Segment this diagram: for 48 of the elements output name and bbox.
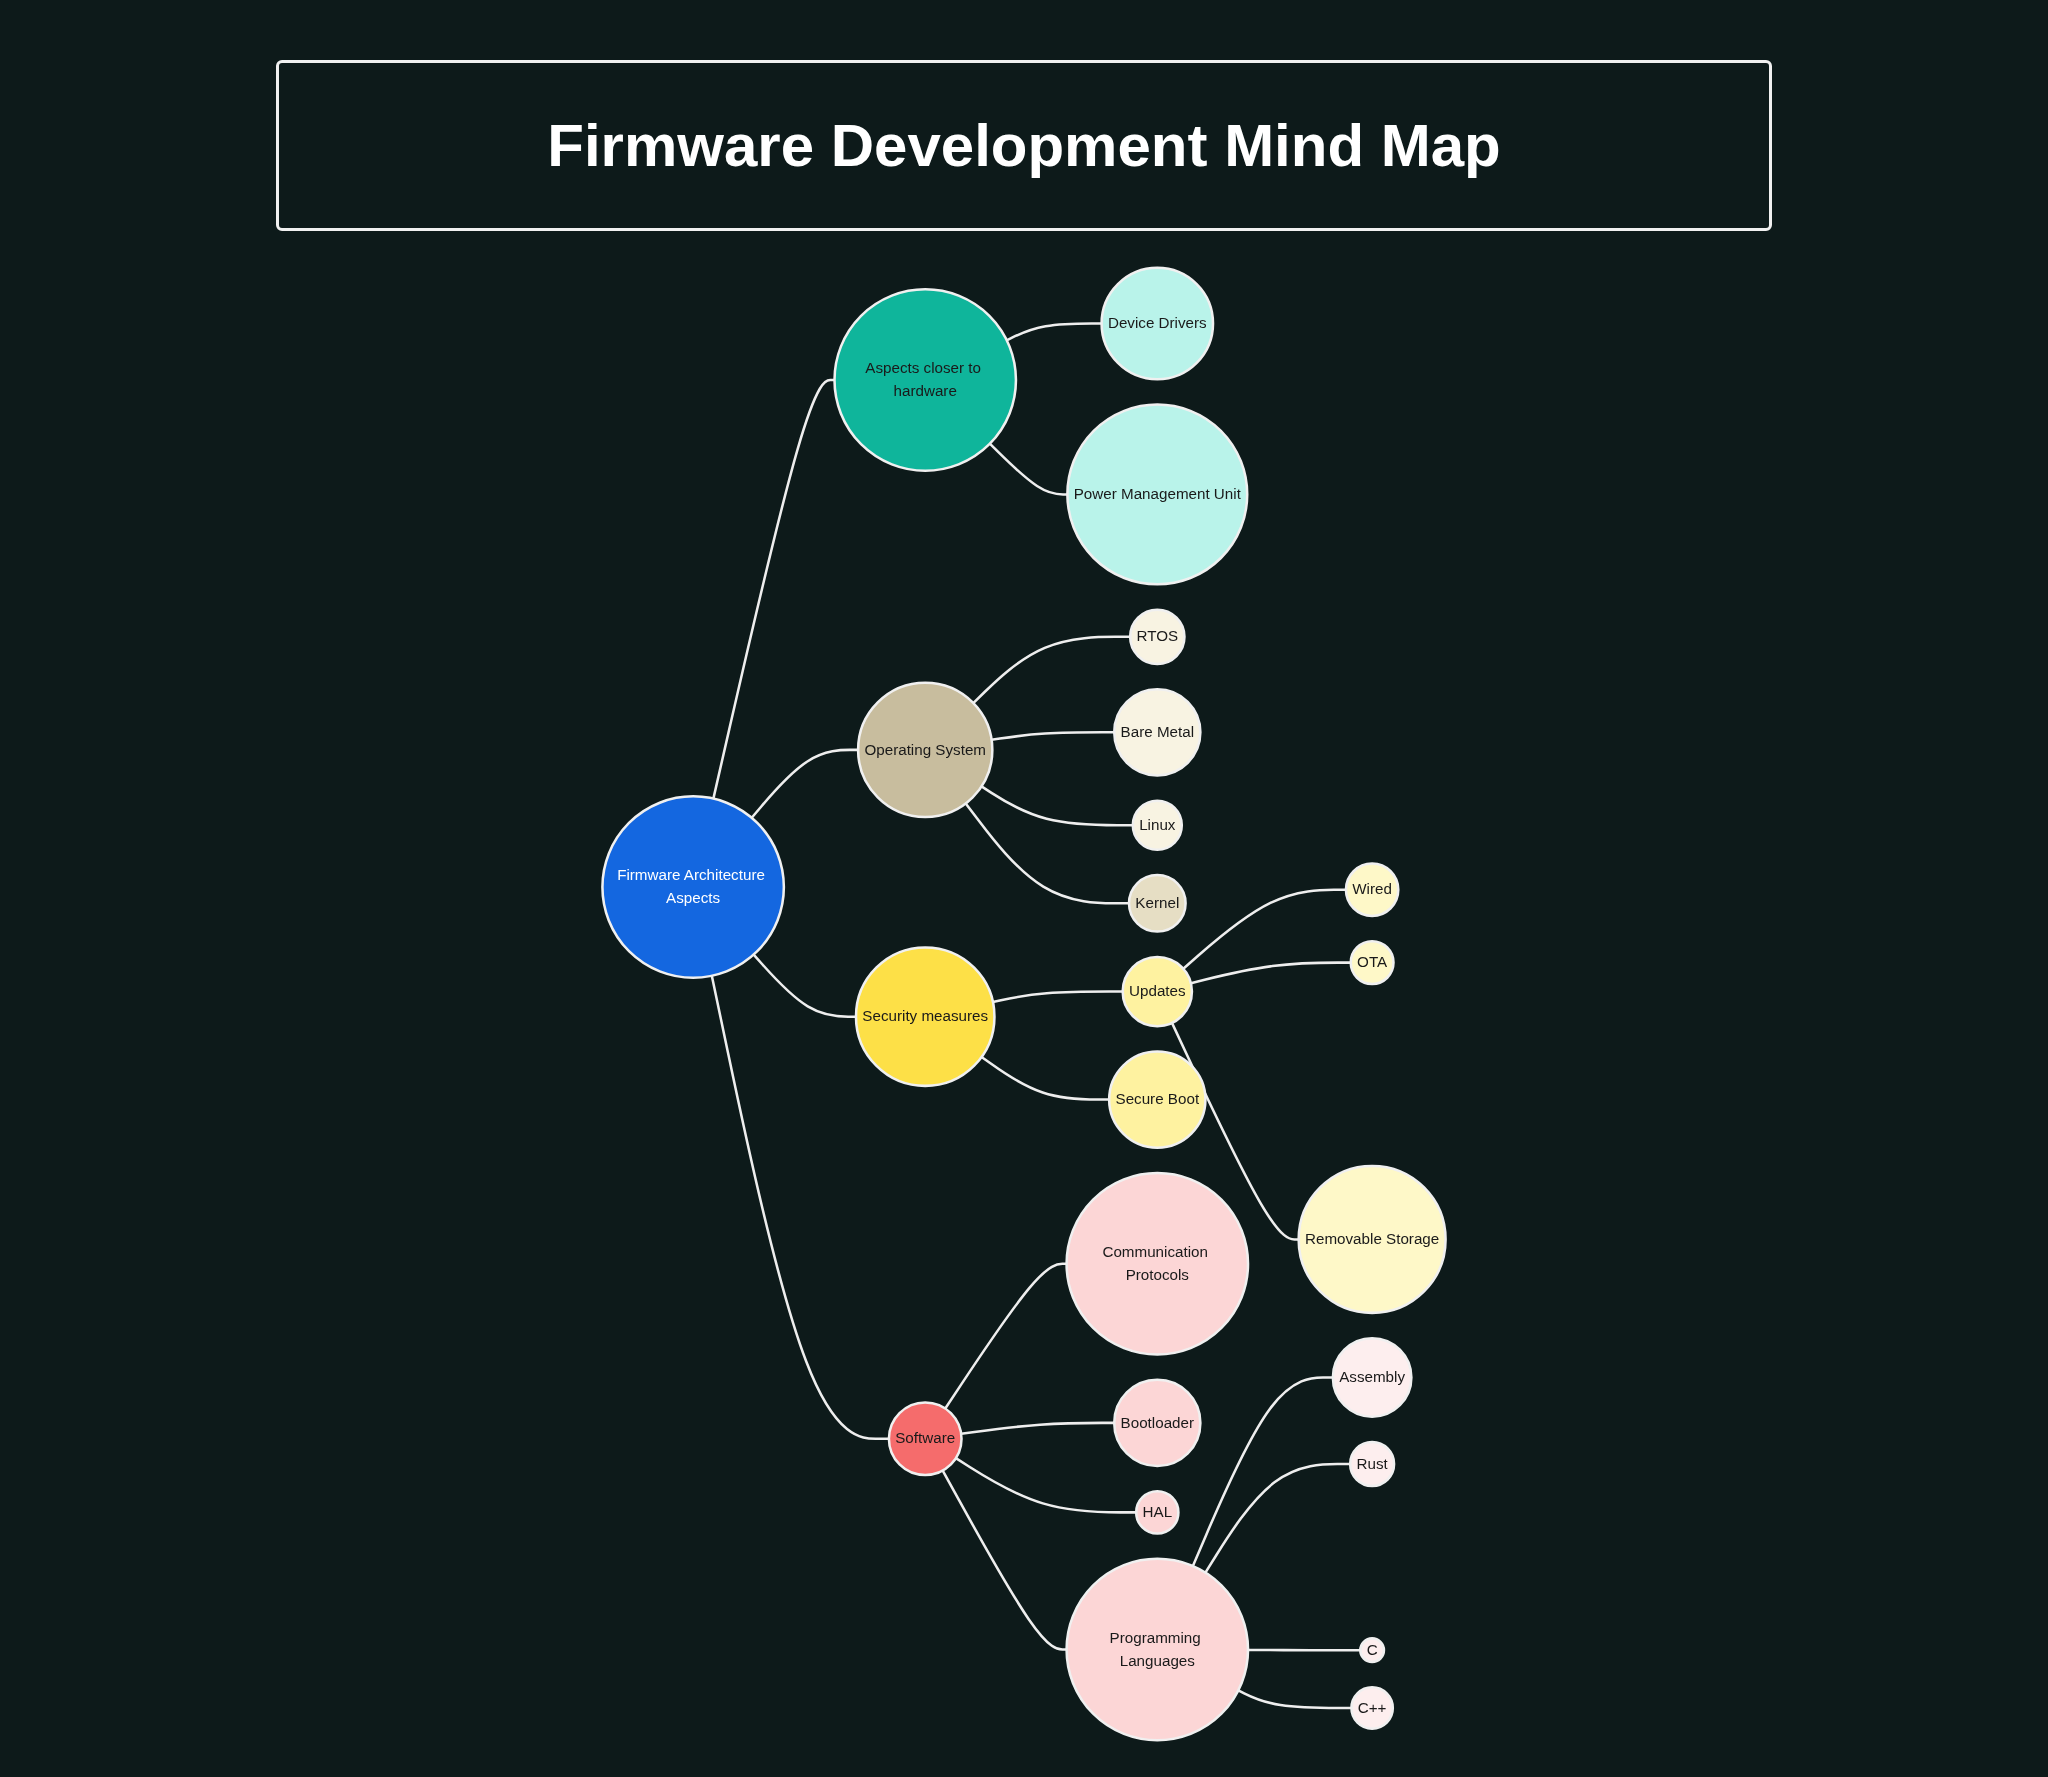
node-circle: Programming Languages — [1065, 1557, 1250, 1742]
connector — [1204, 1462, 1351, 1574]
node-circle: Aspects closer to hardware — [833, 288, 1018, 472]
connector — [750, 748, 859, 819]
connector — [1006, 322, 1102, 342]
node-circle: Power Management Unit — [1066, 403, 1249, 586]
node-circle: Removable Storage — [1297, 1164, 1447, 1315]
node-circle: Communication Protocols — [1065, 1171, 1250, 1356]
connector — [1182, 888, 1346, 970]
node-circle: Rust — [1348, 1440, 1396, 1488]
title: Firmware Development Mind Map — [276, 60, 1772, 231]
node-circle: Updates — [1121, 955, 1194, 1028]
connector — [955, 1457, 1137, 1514]
node-circle: HAL — [1134, 1490, 1180, 1535]
node-circle: Firmware Architecture Aspects — [601, 795, 786, 980]
connector — [1170, 1022, 1299, 1241]
connector — [972, 635, 1131, 704]
connector — [710, 975, 889, 1440]
connector — [712, 378, 835, 799]
node-circle: Linux — [1131, 799, 1184, 851]
node-circle: Software — [887, 1401, 963, 1477]
node-circle: Device Drivers — [1100, 266, 1215, 381]
connector — [964, 802, 1129, 905]
node-circle: Secure Boot — [1107, 1050, 1207, 1149]
connector — [980, 785, 1133, 827]
node-circle: Security measures — [854, 946, 996, 1088]
connector — [992, 990, 1123, 1004]
node-circle: RTOS — [1128, 608, 1186, 666]
connector — [941, 1469, 1067, 1651]
connector — [980, 1055, 1110, 1101]
connector — [1237, 1689, 1352, 1710]
node-circle: Assembly — [1331, 1336, 1413, 1418]
node-circle: Bootloader — [1112, 1378, 1202, 1468]
connector — [1190, 961, 1351, 985]
connector — [991, 731, 1115, 742]
connector — [1248, 1648, 1361, 1652]
connector — [752, 953, 856, 1018]
connector — [944, 1262, 1067, 1410]
node-circle: Kernel — [1127, 873, 1187, 933]
node-circle: Wired — [1344, 862, 1400, 918]
node-circle: OTA — [1349, 939, 1395, 986]
node-circle: C — [1359, 1637, 1386, 1664]
node-circle: Bare Metal — [1112, 688, 1202, 777]
node-circle: Operating System — [856, 681, 994, 819]
connector — [1191, 1376, 1333, 1567]
connector — [961, 1421, 1115, 1436]
connector — [988, 442, 1068, 496]
node-circle: C++ — [1350, 1686, 1395, 1730]
